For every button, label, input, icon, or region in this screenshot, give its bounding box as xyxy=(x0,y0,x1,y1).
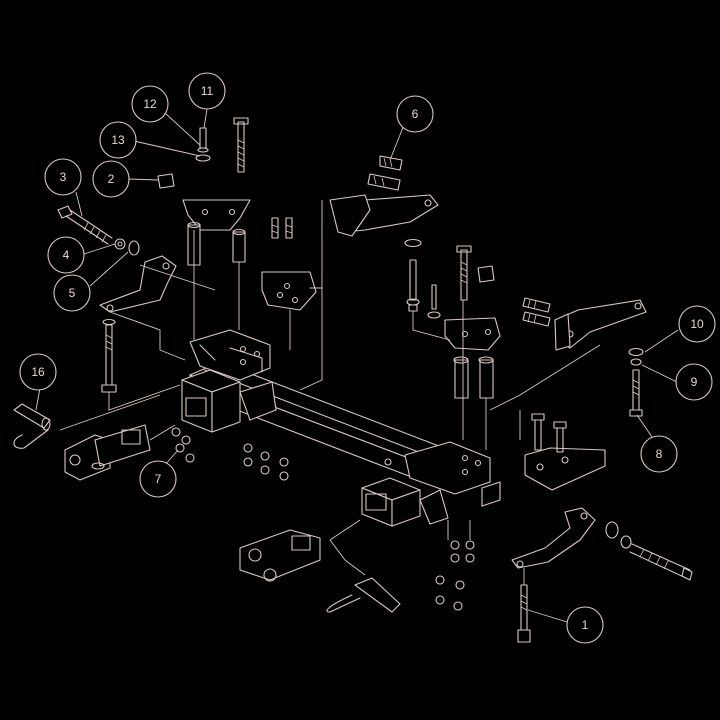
callout-1: 1 xyxy=(566,606,604,644)
left-receiver-bracket xyxy=(181,329,277,433)
callout-4: 4 xyxy=(47,236,85,274)
right-center-mount xyxy=(427,245,501,399)
assembly-guide-lines xyxy=(59,200,601,585)
callout-5: 5 xyxy=(53,274,91,312)
callout-9-label: 9 xyxy=(691,375,698,389)
left-hitch-adapter xyxy=(64,424,151,481)
callout-6-label: 6 xyxy=(412,107,419,121)
callout-3-label: 3 xyxy=(60,170,67,184)
callout-12-label: 12 xyxy=(143,97,157,111)
callout-leaders xyxy=(35,108,679,623)
right-upper-mount xyxy=(329,155,439,312)
callout-10-label: 10 xyxy=(690,317,704,331)
right-receiver-bracket xyxy=(361,441,501,527)
nut-group-center-left xyxy=(171,427,289,481)
callout-7: 7 xyxy=(139,460,177,498)
callout-8: 8 xyxy=(640,435,678,473)
left-upper-mount xyxy=(157,117,323,311)
callout-11: 11 xyxy=(188,72,226,110)
callout-16-label: 16 xyxy=(31,365,45,379)
right-end-plate xyxy=(524,413,606,491)
callout-9: 9 xyxy=(675,363,713,401)
left-side-bracket xyxy=(99,255,177,393)
callout-1-label: 1 xyxy=(582,618,589,632)
left-long-bolt xyxy=(57,205,140,256)
lower-hitch-adapter xyxy=(239,529,321,582)
callout-3: 3 xyxy=(44,158,82,196)
callout-10: 10 xyxy=(678,305,716,343)
hitch-pin-lower xyxy=(326,577,401,613)
callout-7-label: 7 xyxy=(155,472,162,486)
nut-group-center-right xyxy=(435,540,475,611)
bottom-right-bracket xyxy=(511,507,693,643)
callout-16: 16 xyxy=(19,353,57,391)
callout-2: 2 xyxy=(92,160,130,198)
callout-6: 6 xyxy=(396,95,434,133)
callout-8-label: 8 xyxy=(656,447,663,461)
callout-13-label: 13 xyxy=(111,133,125,147)
callout-11-label: 11 xyxy=(201,84,214,98)
callout-5-label: 5 xyxy=(69,286,76,300)
callout-13: 13 xyxy=(99,121,137,159)
hitch-pin-left xyxy=(13,403,51,449)
callout-12: 12 xyxy=(131,85,169,123)
right-side-bracket xyxy=(522,297,647,417)
callout-2-label: 2 xyxy=(108,172,115,186)
callout-4-label: 4 xyxy=(63,248,70,262)
